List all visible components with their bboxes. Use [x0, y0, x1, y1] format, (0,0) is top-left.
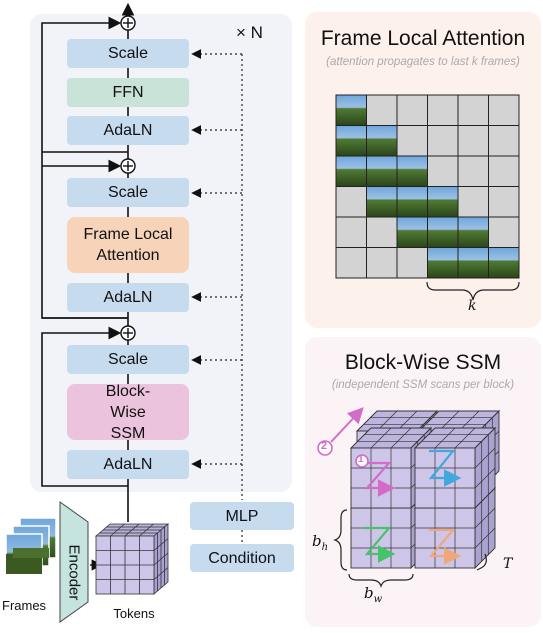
t-label: T	[503, 556, 513, 572]
scale-box-attention: Scale	[67, 178, 189, 207]
bh-label: bh	[312, 532, 328, 553]
frame-local-attention-box: Frame Local Attention	[67, 217, 189, 273]
attention-cell-masked	[427, 155, 459, 187]
adaln-box-ssm: AdaLN	[67, 450, 189, 479]
encoder-label: Encoder	[65, 544, 83, 601]
add-circle	[120, 15, 136, 31]
encoder-trapezoid	[59, 501, 89, 623]
attention-cell-masked	[457, 125, 489, 157]
attention-cell-masked	[488, 125, 520, 157]
bw-label: bw	[364, 584, 382, 605]
block-wise-ssm-box: Block-Wise SSM	[67, 383, 189, 442]
attention-panel-title: Frame Local Attention	[320, 27, 526, 50]
block-ssm-cubes	[317, 407, 500, 588]
attention-cell-active	[335, 125, 367, 157]
attention-cell-masked	[366, 94, 398, 126]
mlp-box: MLP	[190, 502, 294, 530]
marker-2-label: 2	[321, 440, 328, 452]
attention-cell-masked	[427, 94, 459, 126]
adaln-box-ffn: AdaLN	[67, 116, 189, 145]
ssm-panel-title: Block-Wise SSM	[344, 351, 502, 374]
attention-cell-masked	[396, 94, 428, 126]
adaln-box-attention: AdaLN	[67, 283, 189, 312]
attention-cell-active	[457, 216, 489, 248]
attention-mask-grid	[335, 94, 520, 301]
input-stack	[5, 501, 170, 623]
attention-cell-masked	[396, 247, 428, 279]
attention-cell-active	[335, 94, 367, 126]
attention-cell-masked	[488, 186, 520, 218]
attention-cell-masked	[396, 125, 428, 157]
attention-cell-masked	[488, 94, 520, 126]
attention-cell-masked	[366, 216, 398, 248]
scale-box-ssm: Scale	[67, 345, 189, 374]
ffn-box: FFN	[67, 78, 189, 107]
ssm-panel-subtitle: (independent SSM scans per block)	[331, 379, 515, 391]
attention-cell-active	[366, 186, 398, 218]
repeat-n-label: × N	[236, 23, 263, 42]
attention-cell-active	[488, 247, 520, 279]
add-circle	[120, 158, 136, 174]
attention-panel-subtitle: (attention propagates to last k frames)	[326, 56, 520, 68]
k-label: k	[468, 298, 477, 314]
attention-cell-masked	[366, 247, 398, 279]
attention-cell-masked	[488, 155, 520, 187]
tokens-label: Tokens	[113, 606, 155, 621]
attention-cell-active	[366, 155, 398, 187]
attention-cell-active	[396, 186, 428, 218]
attention-cell-masked	[335, 216, 367, 248]
attention-cell-active	[457, 247, 489, 279]
bw-sub: w	[373, 594, 383, 605]
attention-cell-masked	[335, 186, 367, 218]
attention-cell-masked	[457, 186, 489, 218]
frames-label: Frames	[2, 598, 47, 613]
attention-cell-masked	[488, 216, 520, 248]
attention-cell-active	[427, 216, 459, 248]
attention-cell-active	[366, 125, 398, 157]
attention-cell-active	[427, 186, 459, 218]
tokens-cube	[94, 523, 170, 595]
condition-box: Condition	[190, 544, 294, 572]
attention-cell-masked	[427, 125, 459, 157]
bh-sub: h	[321, 542, 329, 553]
attention-cell-masked	[457, 155, 489, 187]
attention-cell-masked	[457, 94, 489, 126]
attention-cell-active	[396, 216, 428, 248]
attention-cell-masked	[335, 247, 367, 279]
scale-box-ffn: Scale	[67, 39, 189, 68]
attention-cell-active	[335, 155, 367, 187]
marker-1-label: 1	[358, 454, 364, 465]
attention-cell-active	[396, 155, 428, 187]
bh-main: b	[312, 532, 322, 550]
bw-main: b	[364, 584, 374, 602]
add-circle	[120, 325, 136, 341]
attention-cell-active	[427, 247, 459, 279]
frames-image-stack	[5, 517, 57, 575]
